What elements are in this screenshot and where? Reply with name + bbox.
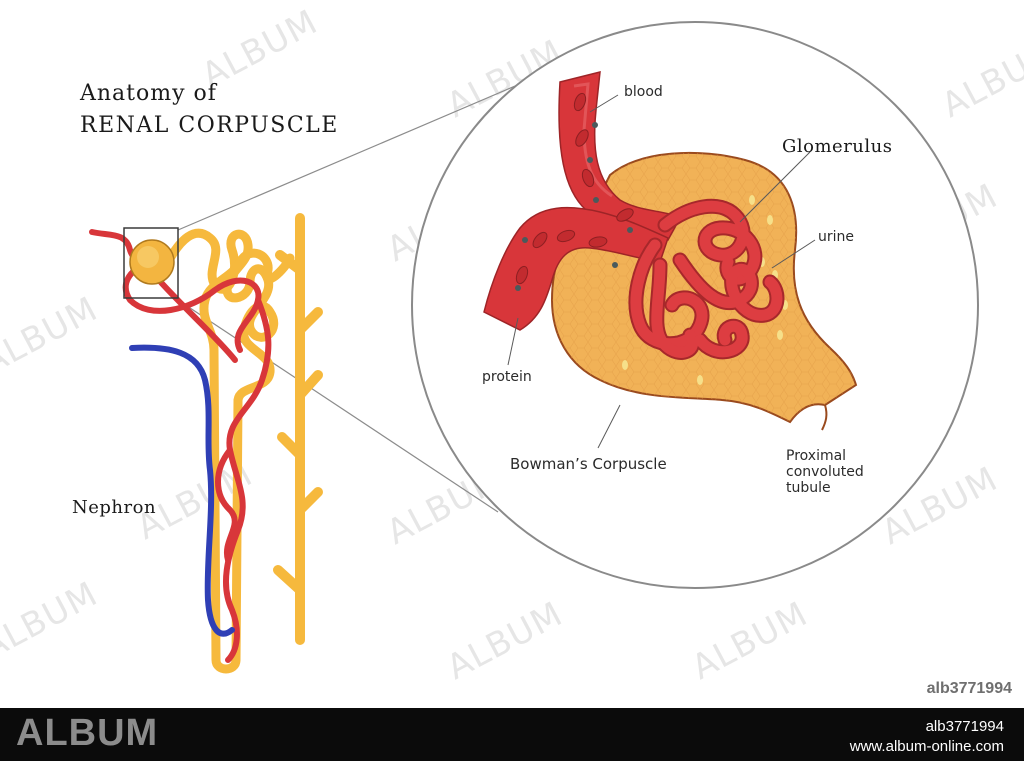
image-id: alb3771994 bbox=[926, 680, 1012, 697]
nephron-label: Nephron bbox=[72, 497, 156, 518]
leader-urine bbox=[771, 239, 816, 269]
efferent-vessel bbox=[483, 206, 669, 331]
glomerulus-tuft-highlight bbox=[630, 200, 783, 358]
collecting-duct bbox=[273, 213, 323, 645]
leader-bowmans bbox=[597, 404, 621, 449]
footer-logo[interactable]: ALBUM bbox=[16, 712, 159, 754]
watermark: ALBUM bbox=[0, 289, 104, 383]
leader-glomerulus bbox=[739, 151, 811, 223]
red-blood-cells bbox=[515, 92, 634, 285]
label-urine: urine bbox=[818, 229, 854, 245]
zoom-highlight-box bbox=[123, 227, 179, 299]
title-line-2: RENAL CORPUSCLE bbox=[80, 113, 339, 138]
diagram-canvas: ALBUM ALBUM ALBUM ALBUM ALBUM ALBUM ALBU… bbox=[0, 2, 1024, 688]
leader-blood bbox=[589, 94, 619, 113]
watermark: ALBUM bbox=[685, 594, 814, 688]
watermark: ALBUM bbox=[0, 574, 104, 668]
protein-particles bbox=[515, 122, 633, 291]
watermark: ALBUM bbox=[935, 32, 1024, 126]
footer-bar: ALBUM alb3771994 www.album-online.com bbox=[0, 708, 1024, 761]
footer-image-id: alb3771994 bbox=[925, 718, 1004, 735]
title-line-1: Anatomy of bbox=[79, 81, 218, 106]
nephron-illustration bbox=[89, 213, 323, 674]
afferent-vessel bbox=[558, 71, 682, 241]
label-bowmans: Bowman’s Corpuscle bbox=[510, 455, 667, 473]
urine-droplets bbox=[622, 195, 788, 385]
label-proximal-3: tubule bbox=[786, 480, 831, 496]
vein bbox=[129, 344, 235, 637]
zoom-connector bbox=[177, 71, 549, 513]
corpuscle-illustration bbox=[483, 71, 858, 449]
label-glomerulus: Glomerulus bbox=[782, 136, 892, 157]
label-blood: blood bbox=[624, 84, 663, 100]
watermark: ALBUM bbox=[440, 594, 569, 688]
label-protein: protein bbox=[482, 369, 532, 385]
label-proximal-2: convoluted bbox=[786, 464, 864, 480]
label-proximal-1: Proximal bbox=[786, 448, 846, 464]
leader-protein bbox=[507, 317, 519, 366]
footer-url-link[interactable]: www.album-online.com bbox=[849, 738, 1004, 755]
